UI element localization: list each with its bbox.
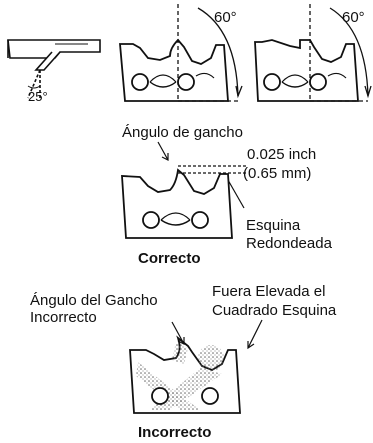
cutter-front-view-right (254, 39, 359, 102)
cutter-side-view (7, 39, 101, 99)
incorrect-annotation-lines (171, 319, 263, 350)
cutter-front-view-left (119, 38, 229, 102)
incorrect-holes (151, 387, 219, 405)
depth-inch-label: 0.025 inch (247, 146, 317, 163)
raised-corner-label-line1: Fuera Elevada el (212, 283, 326, 300)
incorrect-hook-label-line2: Incorrecto (30, 309, 97, 326)
rounded-corner-label-line2: Redondeada (246, 235, 332, 252)
correct-annotation-lines (157, 141, 246, 209)
depth-mm-label: (0.65 mm) (243, 165, 312, 182)
incorrect-caption: Incorrecto (138, 424, 212, 441)
correct-hook-angle-label: Ángulo de gancho (122, 124, 243, 141)
right-cutter-angle-label: 60° (342, 9, 365, 26)
correct-caption: Correcto (138, 250, 201, 267)
cutter-left-angle-lines (177, 4, 243, 102)
raised-corner-label-line2: Cuadrado Esquina (212, 302, 337, 319)
cutter-right-angle-lines (309, 4, 372, 102)
incorrect-hook-label-line1: Ángulo del Gancho (30, 292, 158, 309)
rounded-corner-label-line1: Esquina (246, 217, 301, 234)
side-angle-label: 25° (28, 89, 48, 104)
correct-cutter (121, 168, 233, 239)
left-cutter-angle-label: 60° (214, 9, 237, 26)
